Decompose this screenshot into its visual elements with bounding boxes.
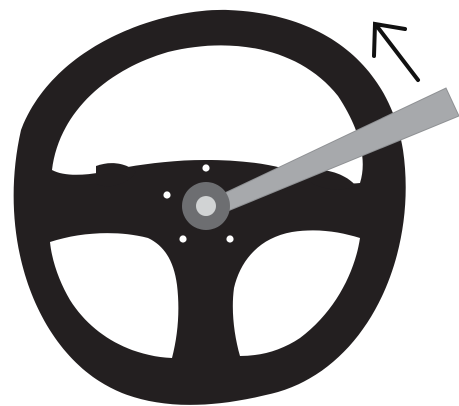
- bolt-hole: [179, 235, 186, 242]
- bolt-hole: [202, 164, 209, 171]
- hub-inner: [196, 196, 216, 216]
- bolt-hole: [226, 235, 233, 242]
- bolt-hole: [163, 191, 170, 198]
- up-left-arrow-icon: [374, 24, 418, 80]
